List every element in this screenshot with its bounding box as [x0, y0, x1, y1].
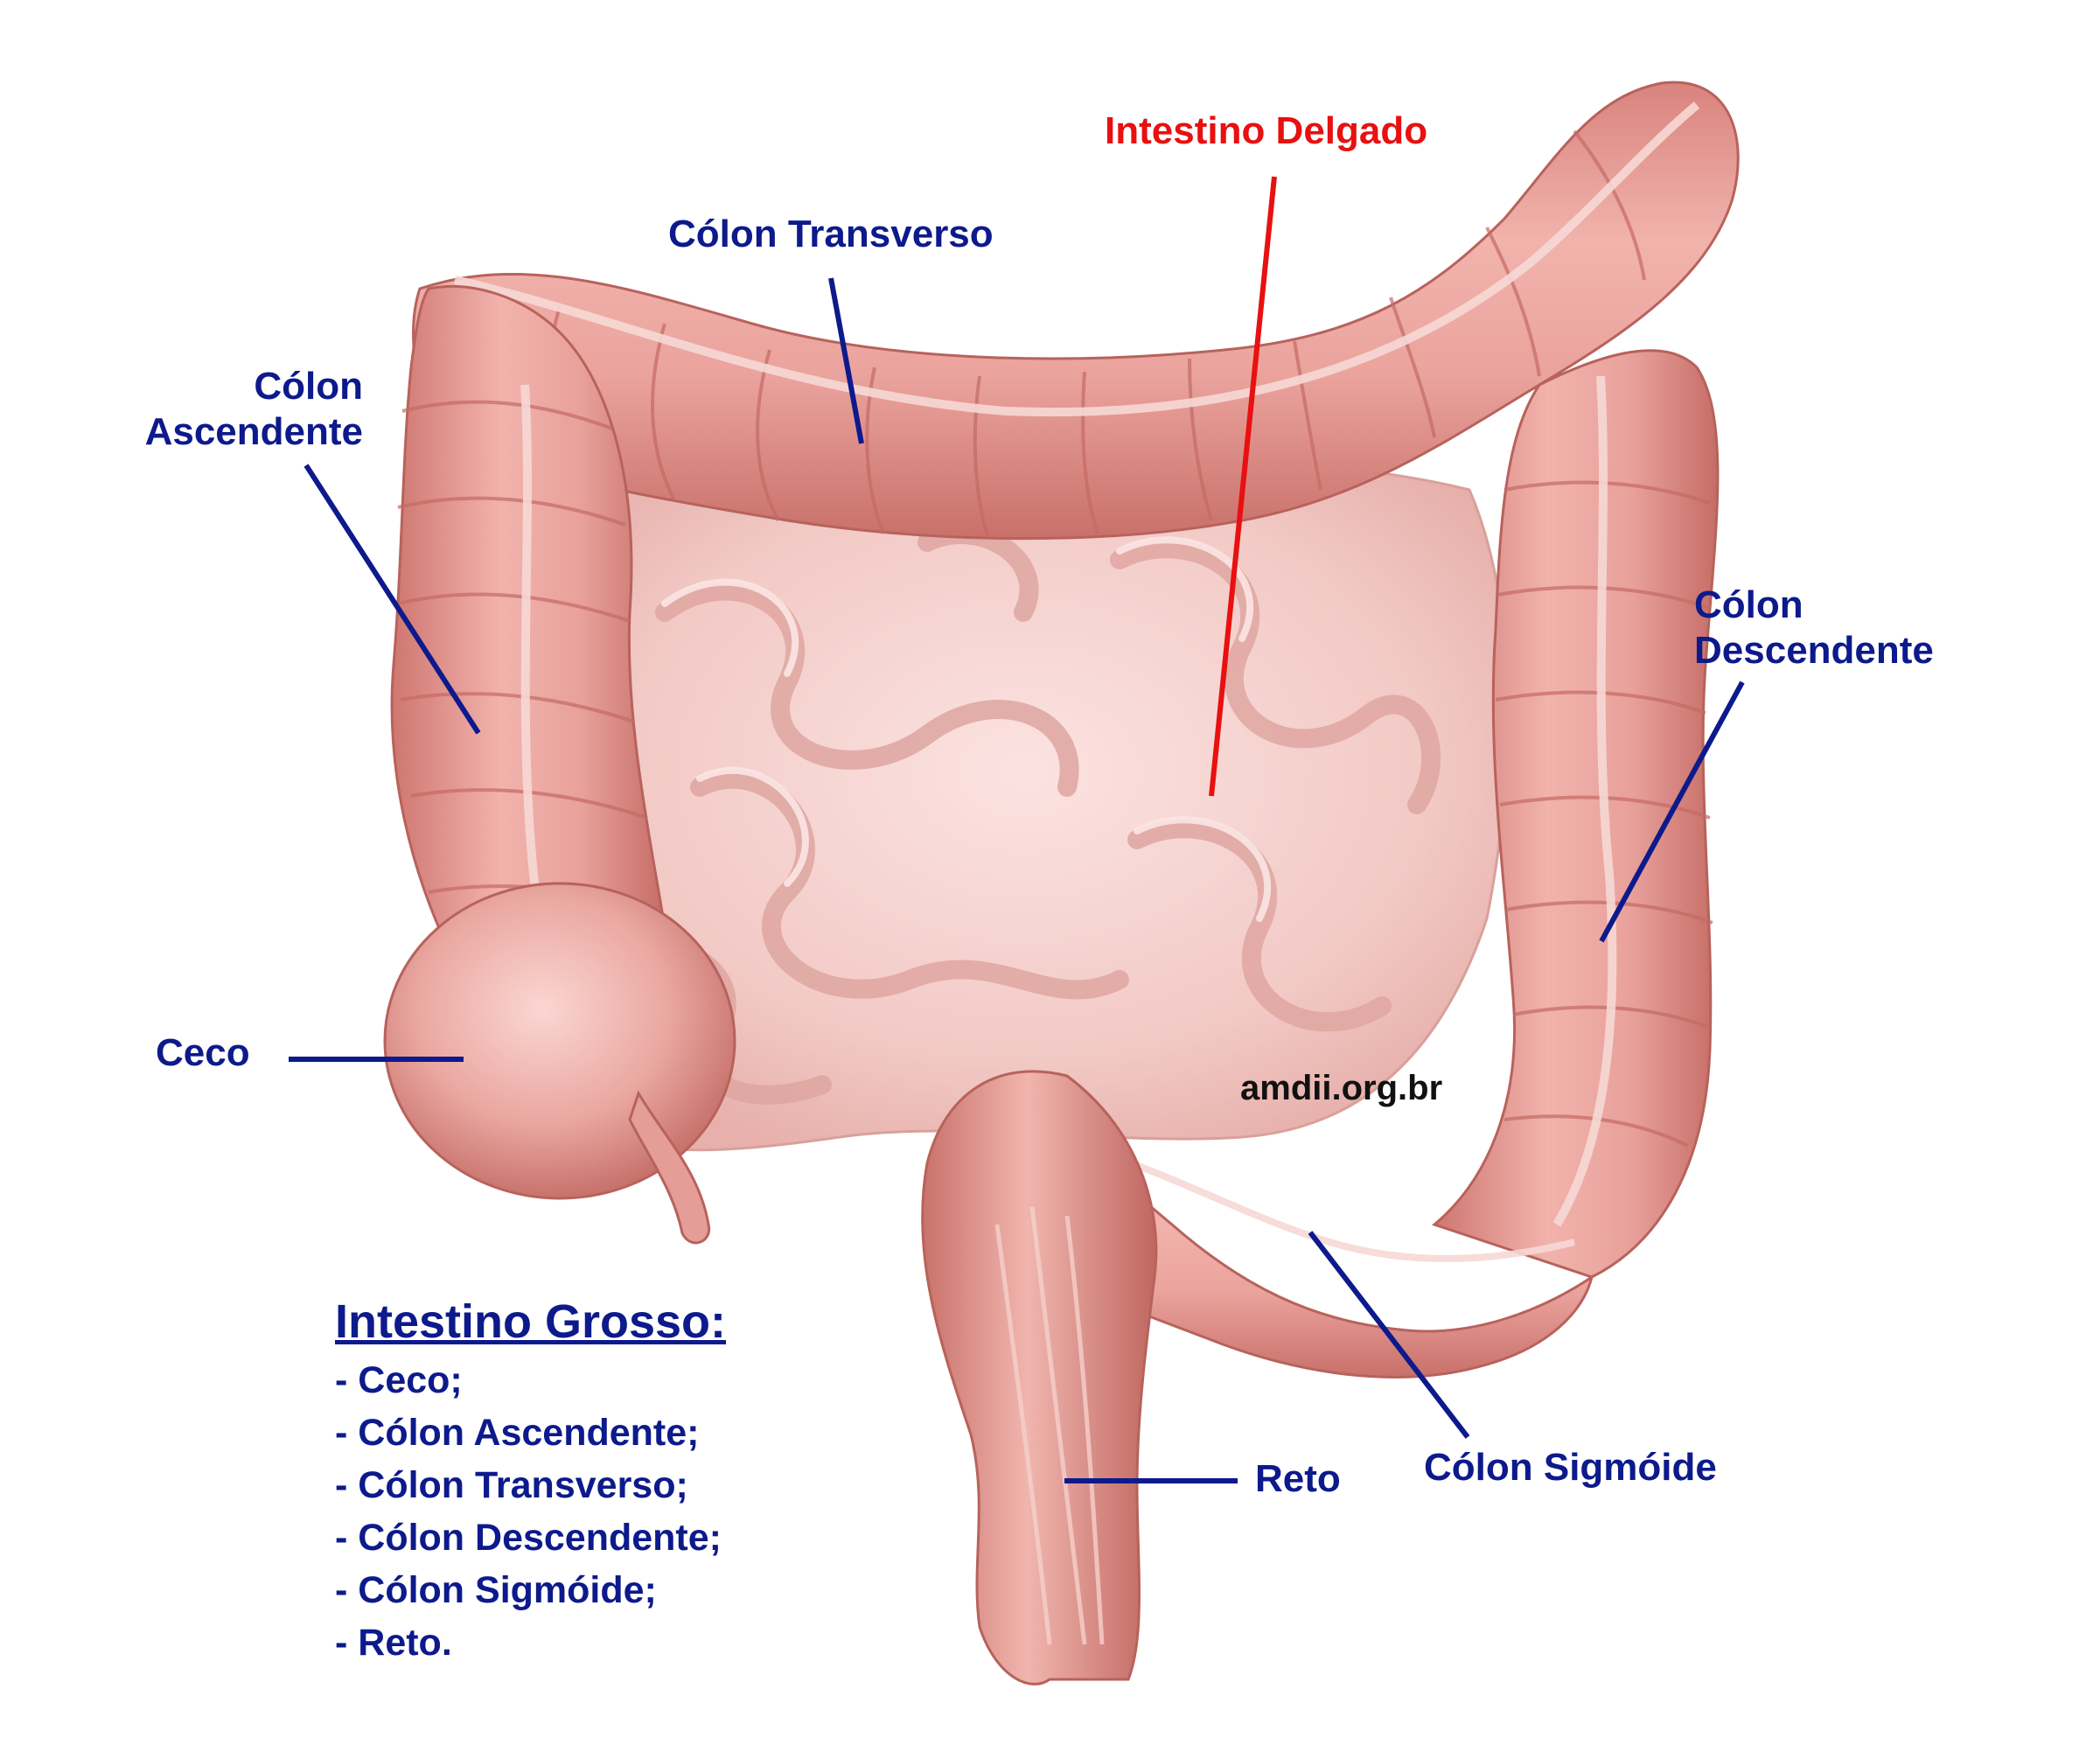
- watermark-text: amdii.org.br: [1240, 1069, 1443, 1107]
- legend-title: Intestino Grosso:: [335, 1295, 727, 1348]
- ascending-colon-label-line1: Cólon: [254, 365, 363, 408]
- legend-item: - Cólon Ascendente;: [335, 1412, 700, 1454]
- ascending-colon-shape: [390, 285, 666, 1105]
- rectum-label: Reto: [1255, 1457, 1341, 1500]
- rectum-shape: [921, 1070, 1158, 1686]
- small-intestine-label: Intestino Delgado: [1105, 109, 1428, 152]
- small-intestine-leader-line: [1209, 176, 1277, 797]
- legend-list: - Ceco; - Cólon Ascendente; - Cólon Tran…: [335, 1354, 722, 1669]
- legend-item: - Ceco;: [335, 1359, 463, 1401]
- descending-colon-label: Cólon Descendente: [1694, 583, 1934, 674]
- sigmoid-colon-label: Cólon Sigmóide: [1424, 1446, 1717, 1489]
- legend-item: - Cólon Sigmóide;: [335, 1569, 657, 1611]
- descending-colon-shape: [1431, 349, 1720, 1279]
- legend-item: - Cólon Transverso;: [335, 1464, 688, 1506]
- descending-colon-label-line1: Cólon: [1694, 583, 1803, 626]
- transverse-colon-label: Cólon Transverso: [668, 213, 994, 255]
- appendix-shape: [628, 1090, 711, 1245]
- legend-item: - Reto.: [335, 1622, 452, 1664]
- ascending-colon-label: Cólon Ascendente: [87, 364, 363, 455]
- transverse-colon-leader-line: [828, 277, 864, 444]
- cecum-shape: [383, 882, 736, 1245]
- sigmoid-colon-leader-line: [1308, 1231, 1470, 1439]
- legend-item: - Cólon Descendente;: [335, 1517, 722, 1559]
- leader-lines: [289, 176, 1745, 1483]
- ascending-colon-leader-line: [303, 464, 481, 735]
- descending-colon-leader-line: [1599, 681, 1745, 943]
- descending-colon-label-line2: Descendente: [1694, 629, 1934, 672]
- small-intestine-shape: [540, 459, 1510, 1152]
- ascending-colon-label-line2: Ascendente: [144, 410, 363, 453]
- transverse-colon-shape: [412, 80, 1740, 541]
- cecum-label: Ceco: [156, 1031, 250, 1074]
